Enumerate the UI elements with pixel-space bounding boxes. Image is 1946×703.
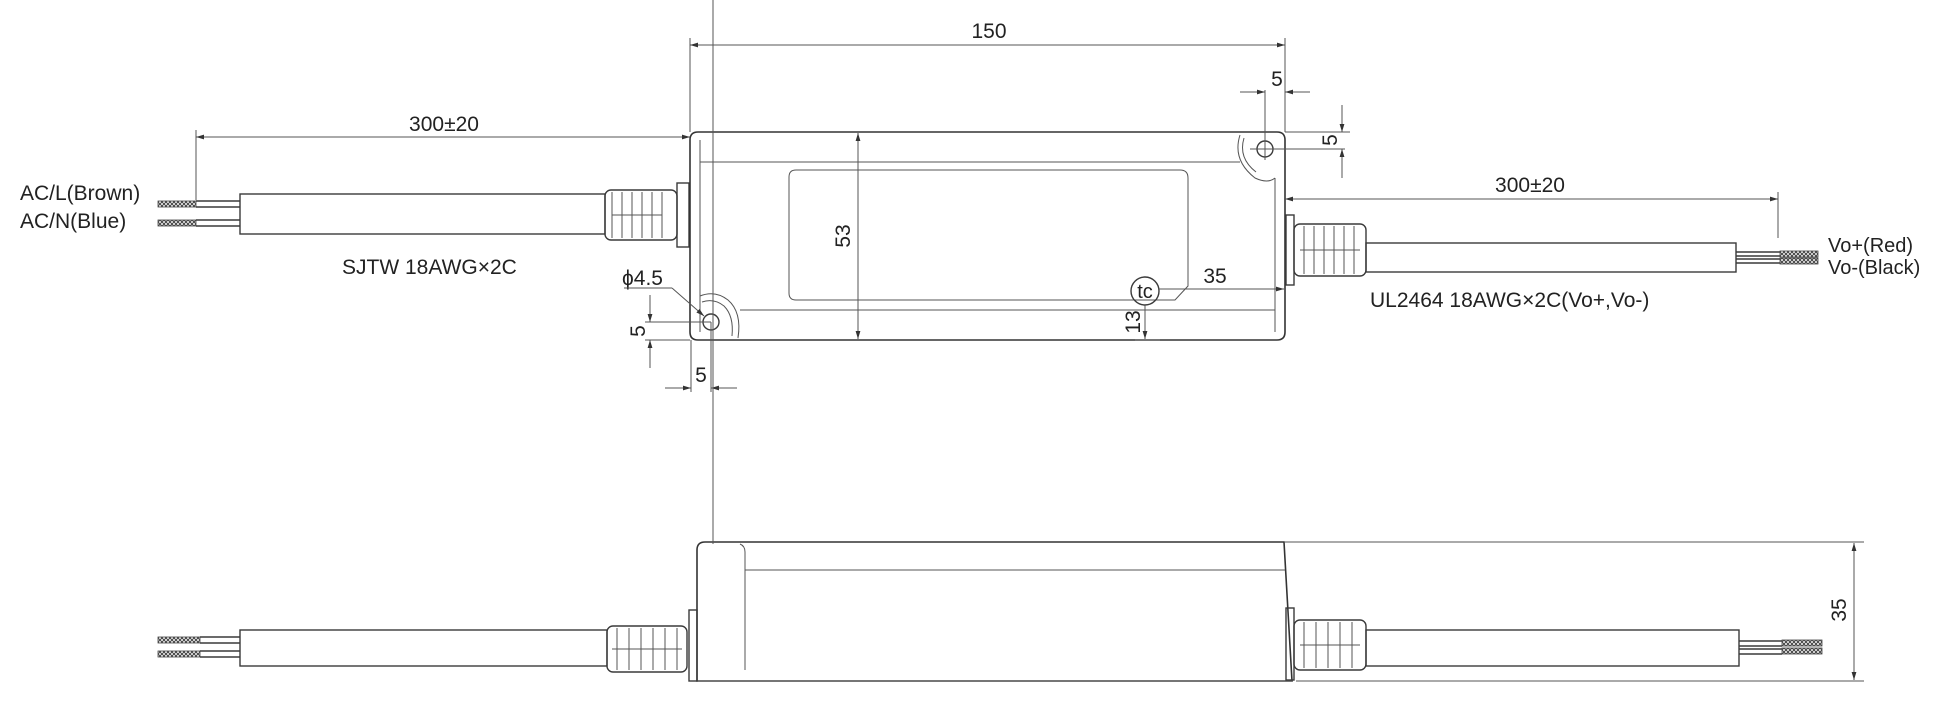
output-negative-wire-label: Vo-(Black) — [1828, 257, 1920, 279]
overall-length-label: 150 — [971, 20, 1006, 43]
bottom-hole-offset-y-label: 5 — [627, 325, 650, 337]
label-panel — [788, 169, 1189, 301]
input-neutral-wire-label: AC/N(Blue) — [20, 210, 126, 233]
input-line-wire-label: AC/L(Brown) — [20, 182, 140, 205]
input-cable-length-label: 300±20 — [409, 113, 479, 136]
output-cable-spec-label: UL2464 18AWG×2C(Vo+,Vo-) — [1370, 289, 1649, 312]
input-cable-spec-label: SJTW 18AWG×2C — [342, 256, 517, 279]
side-input-gland — [606, 625, 688, 673]
output-cable-gland — [1293, 223, 1367, 277]
bottom-hole-offset-x-label: 5 — [695, 364, 707, 387]
mount-hole-diameter-label: ϕ4.5 — [622, 267, 663, 290]
dim-thickness: 35 — [1284, 541, 1864, 682]
side-view: 35 — [157, 0, 1864, 682]
power-supply-body-top: tc — [689, 90, 1345, 341]
dim-tc-point: 35 13 — [1122, 265, 1284, 341]
top-view: 150 300±20 AC/L(Brown) AC/N(B — [20, 20, 1920, 392]
top-hole-offset-x-label: 5 — [1271, 68, 1283, 91]
power-supply-body-side — [688, 0, 1293, 682]
top-hole-offset-y-label: 5 — [1319, 134, 1342, 146]
dim-bottom-left-hole: ϕ4.5 5 5 — [622, 267, 737, 392]
tc-offset-x-label: 35 — [1203, 265, 1226, 288]
dim-overall-length: 150 — [689, 20, 1286, 132]
tc-offset-y-label: 13 — [1122, 310, 1145, 333]
dim-height: 53 — [832, 133, 861, 339]
dim-output-cable: 300±20 — [1285, 174, 1779, 238]
output-cable — [1285, 214, 1819, 286]
dim-top-right-hole: 5 5 — [1240, 68, 1350, 178]
dim-input-cable: 300±20 — [195, 113, 690, 200]
output-cable-length-label: 300±20 — [1495, 174, 1565, 197]
tc-point-label: tc — [1137, 281, 1153, 303]
input-cable — [157, 182, 690, 248]
side-output-gland — [1285, 607, 1367, 681]
output-positive-wire-label: Vo+(Red) — [1828, 235, 1913, 257]
input-cable-gland — [604, 182, 690, 248]
thickness-label: 35 — [1828, 598, 1851, 621]
height-label: 53 — [832, 224, 855, 247]
